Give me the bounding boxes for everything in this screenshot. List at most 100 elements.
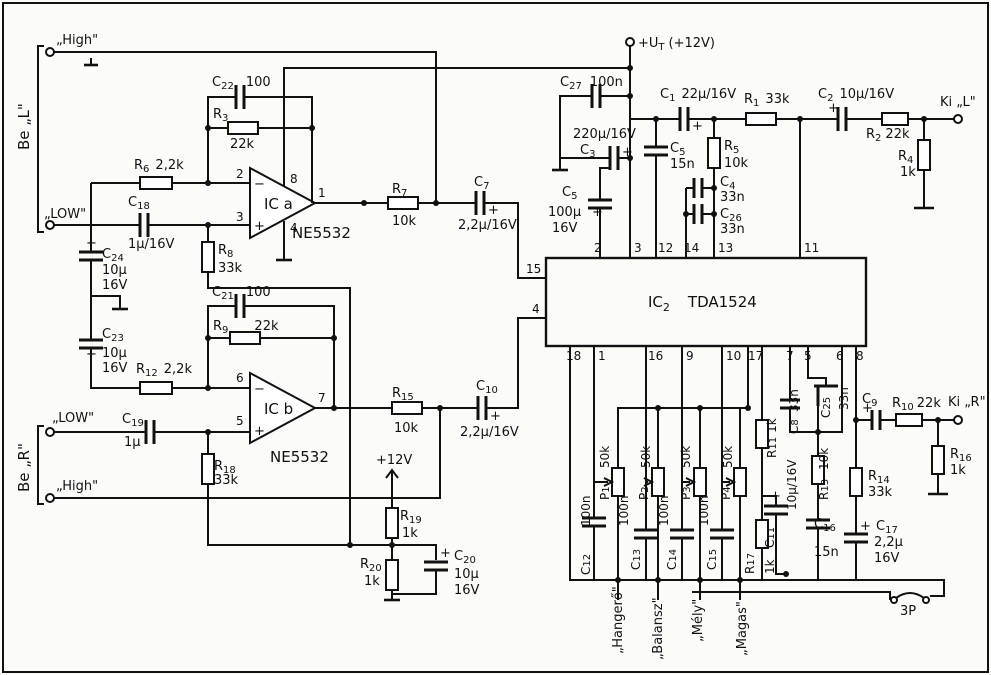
pin-label-8: 8 bbox=[856, 349, 864, 363]
c24-plus: + bbox=[86, 236, 97, 251]
c12-value: 100n bbox=[579, 495, 593, 526]
r14-value: 33k bbox=[868, 485, 893, 500]
bass-label: „Mély" bbox=[691, 599, 706, 642]
r10-resistor bbox=[895, 413, 923, 427]
r3-value: 22k bbox=[230, 137, 255, 152]
r16-label: R16 bbox=[950, 447, 972, 464]
c23-value: 10µ bbox=[102, 346, 127, 361]
opa-pin-3: 3 bbox=[236, 210, 244, 224]
c16-value: 15n bbox=[814, 545, 839, 560]
p4-value: 50k bbox=[721, 446, 735, 468]
wire-fb-b-right bbox=[244, 305, 335, 408]
left-high-label: „High" bbox=[56, 33, 98, 48]
wire-fb-a-left bbox=[207, 96, 236, 183]
p3-value: 50k bbox=[679, 446, 693, 468]
wire-c24-gnd bbox=[91, 295, 121, 309]
wire-c8-bottom bbox=[789, 408, 818, 433]
r17-value: 1k bbox=[763, 559, 777, 574]
opa-pin-4: 4 bbox=[290, 221, 298, 235]
c18-label: C18 bbox=[128, 195, 150, 212]
r8-resistor bbox=[201, 241, 215, 273]
wire-vplus-rail bbox=[283, 67, 630, 186]
c13-value: 100n bbox=[617, 495, 631, 526]
supply-terminal bbox=[625, 37, 635, 47]
c7-plus: + bbox=[488, 203, 499, 218]
supply-label: +UT(+12V) bbox=[638, 36, 715, 53]
pin-label-3: 3 bbox=[634, 241, 642, 255]
opa-pin-8: 8 bbox=[290, 172, 298, 186]
c2-plus: + bbox=[828, 101, 839, 116]
wire-c20-top bbox=[392, 544, 437, 560]
opamp-a-triangle bbox=[249, 166, 318, 240]
junction-dot bbox=[361, 200, 367, 206]
potentiometers bbox=[594, 467, 747, 580]
wire-pin18-ground bbox=[569, 346, 860, 581]
pin-label-6: 6 bbox=[836, 349, 844, 363]
opb-pin-7: 7 bbox=[318, 391, 326, 405]
r13-label: R13 bbox=[817, 479, 831, 500]
wire-r8-bottom bbox=[207, 272, 351, 545]
switch-contact-b bbox=[922, 596, 930, 604]
left-low-terminal bbox=[45, 220, 55, 230]
r12-resistor bbox=[139, 381, 173, 395]
c13-label: C13 bbox=[629, 549, 643, 570]
p4-wiper bbox=[722, 477, 737, 487]
c5-label: C5 bbox=[562, 185, 577, 202]
right-high-label: „High" bbox=[56, 479, 98, 494]
left-low-label: „LOW" bbox=[44, 207, 86, 222]
c9-plus: + bbox=[862, 401, 873, 416]
p2-wiper bbox=[643, 477, 655, 487]
r3-label: R3 bbox=[213, 107, 228, 124]
r1-resistor bbox=[745, 112, 777, 126]
c24-voltage: 16V bbox=[102, 278, 128, 293]
pin-label-13: 13 bbox=[718, 241, 733, 255]
junction-dot bbox=[205, 180, 211, 186]
c11-plus: + bbox=[770, 489, 781, 504]
junction-dot bbox=[627, 65, 633, 71]
r18-value: 33k bbox=[214, 473, 239, 488]
ic2-top-pin-labels: 2 3 12 14 13 11 bbox=[594, 241, 819, 255]
c14-value: 100n bbox=[657, 495, 671, 526]
wire-fb-a-right bbox=[244, 96, 313, 203]
wire-c7-to-pin15 bbox=[484, 202, 546, 279]
c25-label: C25 bbox=[819, 397, 833, 418]
v12-label: +12V bbox=[376, 453, 412, 468]
c5-value: 100µ bbox=[548, 205, 581, 220]
p3-wiper bbox=[682, 477, 697, 487]
c23-voltage: 16V bbox=[102, 361, 128, 376]
pin-label-9: 9 bbox=[686, 349, 694, 363]
junction-dot bbox=[331, 405, 337, 411]
p4-label: P4 bbox=[719, 486, 733, 500]
p2-value: 50k bbox=[639, 446, 653, 468]
junction-dot bbox=[205, 125, 211, 131]
wire-pin17-pot-ref bbox=[617, 346, 749, 468]
pin-label-18: 18 bbox=[566, 349, 581, 363]
c17-plus: + bbox=[860, 519, 871, 534]
junction-dot bbox=[683, 211, 689, 217]
c3-plus: + bbox=[622, 145, 633, 160]
opb-plus: + bbox=[254, 424, 265, 439]
r14-resistor bbox=[849, 467, 863, 497]
pin-label-15: 15 bbox=[526, 262, 541, 276]
r7-value: 10k bbox=[392, 214, 417, 229]
r15-value: 10k bbox=[394, 421, 419, 436]
junction-dot bbox=[309, 125, 315, 131]
wire-right-high bbox=[54, 408, 441, 499]
c7-value: 2,2µ/16V bbox=[458, 218, 517, 233]
c11-value: 10µ/16V bbox=[785, 459, 799, 510]
r4-value: 1k bbox=[900, 165, 916, 180]
c24-value: 10µ bbox=[102, 263, 127, 278]
r15-resistor bbox=[391, 401, 423, 415]
c10-label: C10 bbox=[476, 379, 498, 396]
junction-dot bbox=[331, 335, 337, 341]
junction-dot bbox=[347, 542, 353, 548]
r5-label: R5 bbox=[724, 139, 739, 156]
wire-r18-bottom bbox=[207, 484, 392, 546]
opb-pin-5: 5 bbox=[236, 414, 244, 428]
junction-dot bbox=[783, 571, 789, 577]
r18-label: R18 bbox=[214, 459, 236, 476]
